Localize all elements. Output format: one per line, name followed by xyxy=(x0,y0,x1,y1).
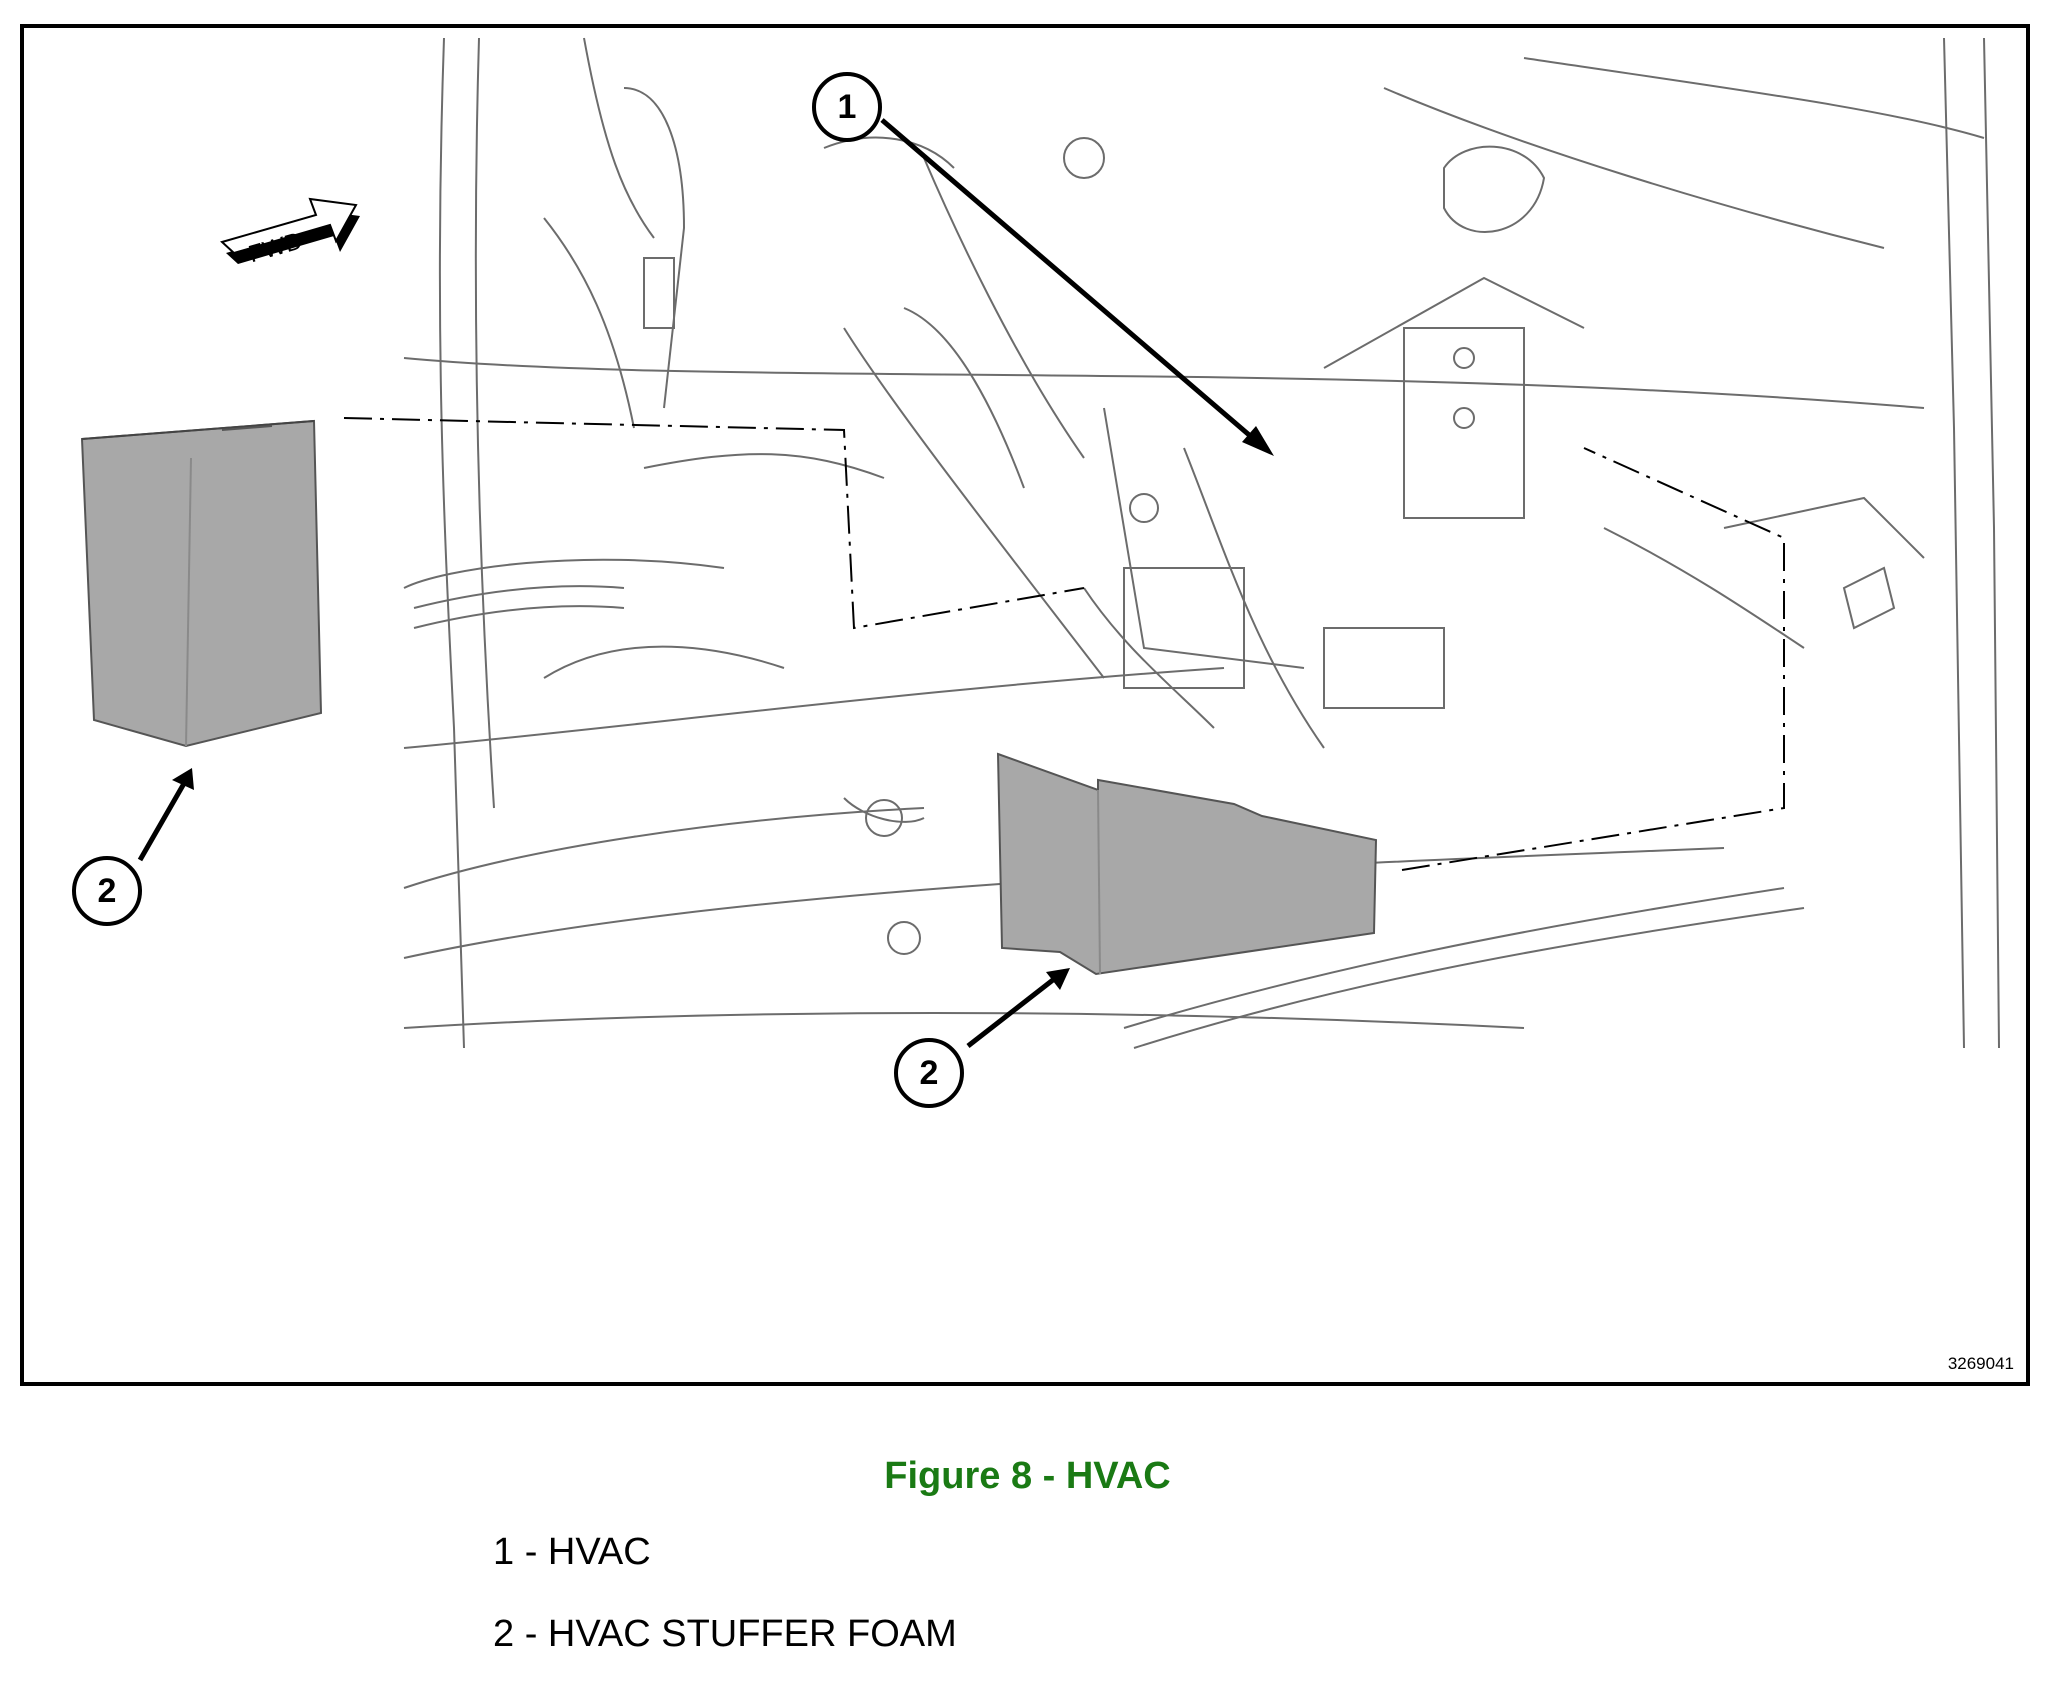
legend-item-2: 2 - HVAC STUFFER FOAM xyxy=(493,1613,957,1655)
stuffer-foam-right xyxy=(996,752,1378,976)
callout-2-left-number: 2 xyxy=(97,871,117,910)
legend-item-1: 1 - HVAC xyxy=(493,1531,651,1573)
vehicle-interior-line-art xyxy=(403,37,2000,1049)
callout-2-right-number: 2 xyxy=(919,1053,939,1092)
drawing-id: 3269041 xyxy=(1947,1354,2014,1373)
callout-1: 1 xyxy=(812,72,882,142)
leader-arrows xyxy=(137,118,1274,1048)
callout-1-number: 1 xyxy=(837,87,857,126)
stuffer-foam-left xyxy=(80,419,323,748)
legend: 1 - HVAC 2 - HVAC STUFFER FOAM xyxy=(493,1528,957,1658)
figure-caption: Figure 8 - HVAC xyxy=(884,1455,1171,1497)
figure-frame: FWD 1 2 2 3269041 xyxy=(20,24,2030,1386)
fwd-arrow-icon: FWD xyxy=(220,197,360,268)
placement-lines xyxy=(343,417,1785,871)
callout-2-right: 2 xyxy=(894,1038,964,1108)
callout-2-left: 2 xyxy=(72,856,142,926)
hvac-illustration: FWD xyxy=(80,37,2000,1049)
